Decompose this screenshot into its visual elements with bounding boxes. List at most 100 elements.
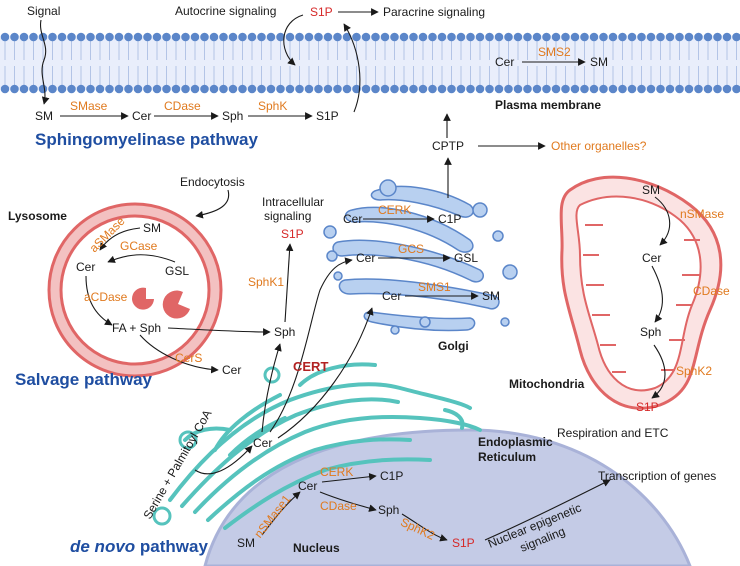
lipid-head — [361, 84, 371, 94]
lipid-head — [437, 32, 447, 42]
lipid-head — [409, 32, 418, 42]
lipid-head — [171, 32, 181, 42]
sph-mid-label: Sph — [274, 325, 295, 339]
lipid-head — [570, 32, 580, 42]
lipid-head — [675, 32, 684, 42]
lipid-head — [475, 32, 485, 42]
lipid-head — [333, 84, 342, 94]
signaling-label: signaling — [264, 209, 311, 223]
lipid-head — [646, 32, 656, 42]
lipid-head — [504, 84, 513, 94]
lipid-head — [143, 32, 152, 42]
lipid-head — [675, 84, 684, 94]
lipid-head — [361, 32, 371, 42]
lipid-head — [542, 84, 551, 94]
lipid-head — [133, 32, 143, 42]
er-vesicle — [263, 366, 281, 384]
lipid-head — [627, 32, 637, 42]
lipid-head — [247, 84, 257, 94]
lipid-head — [266, 84, 276, 94]
sms2-label: SMS2 — [538, 45, 571, 59]
acdase-label: aCDase — [84, 290, 128, 304]
lipid-head — [627, 84, 637, 94]
lipid-head — [352, 84, 361, 94]
plasma-membrane-label: Plasma membrane — [495, 98, 601, 112]
lipid-head — [285, 84, 295, 94]
mito-sphk2-label: SphK2 — [676, 364, 712, 378]
s1p-intracellular-label: S1P — [281, 227, 304, 241]
lipid-head — [190, 32, 200, 42]
lipid-head — [48, 32, 57, 42]
lysosome — [47, 202, 223, 378]
lipid-head — [152, 32, 162, 42]
lipid-head — [466, 32, 475, 42]
cptp-label: CPTP — [432, 139, 464, 153]
cdase-label: CDase — [164, 99, 201, 113]
de-novo-pathway-title: de novo pathway — [70, 537, 208, 556]
er-vesicle — [152, 506, 172, 526]
lipid-head — [228, 32, 238, 42]
lipid-head — [456, 32, 466, 42]
lipid-head — [637, 84, 646, 94]
lipid-head — [0, 84, 10, 94]
golgi-sm-label: SM — [482, 289, 500, 303]
lipid-head — [247, 32, 257, 42]
lipid-head — [181, 32, 190, 42]
lipid-head — [513, 32, 523, 42]
smase-label: SMase — [70, 99, 108, 113]
lipid-head — [599, 84, 608, 94]
acdase-enzyme-shape — [132, 287, 154, 310]
lipid-head — [494, 32, 504, 42]
plasma-membrane — [0, 32, 740, 94]
de-novo-italic: de novo — [70, 537, 135, 556]
lipid-head — [485, 32, 494, 42]
lipid-head — [114, 32, 124, 42]
gcase-label: GCase — [120, 239, 158, 253]
lipid-head — [703, 32, 713, 42]
s1p-top-label: S1P — [310, 5, 333, 19]
lipid-head — [209, 32, 219, 42]
mito-sm-label: SM — [642, 183, 660, 197]
lipid-head — [475, 84, 485, 94]
lipid-head — [618, 84, 627, 94]
signal-label: Signal — [27, 4, 60, 18]
lysosome-gsl-label: GSL — [165, 264, 189, 278]
lipid-head — [105, 32, 114, 42]
golgi-gsl-label: GSL — [454, 251, 478, 265]
fa-sph-label: FA + Sph — [112, 321, 161, 335]
lipid-head — [409, 84, 418, 94]
nucleus-cerk-label: CERK — [320, 465, 353, 479]
lipid-head — [694, 32, 703, 42]
lipid-head — [437, 84, 447, 94]
lipid-head — [67, 84, 76, 94]
lipid-head — [580, 84, 589, 94]
lipid-head — [276, 32, 285, 42]
lipid-head — [551, 84, 561, 94]
lipid-head — [732, 84, 740, 94]
lipid-head — [713, 32, 722, 42]
nucleus-cer-label: Cer — [298, 479, 317, 493]
nucleus-c1p-label: C1P — [380, 469, 403, 483]
lipid-head — [10, 32, 19, 42]
sphk1-label: SphK1 — [248, 275, 284, 289]
lipid-head — [523, 84, 532, 94]
golgi-label: Golgi — [438, 339, 469, 353]
lipid-head — [200, 84, 209, 94]
er-label-2: Reticulum — [478, 450, 536, 464]
nucleus — [203, 428, 692, 566]
intracellular-label: Intracellular — [262, 195, 324, 209]
lipid-head — [371, 32, 380, 42]
lipid-head — [0, 32, 10, 42]
lipid-head — [200, 32, 209, 42]
golgi-cer-2-label: Cer — [356, 251, 375, 265]
lipid-head — [494, 84, 504, 94]
lipid-head — [713, 84, 722, 94]
lipid-head — [19, 32, 29, 42]
lipid-head — [646, 84, 656, 94]
lipid-head — [238, 84, 247, 94]
endocytosis-label: Endocytosis — [180, 175, 245, 189]
lipid-head — [380, 84, 390, 94]
lipid-head — [219, 32, 228, 42]
lipid-head — [162, 84, 171, 94]
